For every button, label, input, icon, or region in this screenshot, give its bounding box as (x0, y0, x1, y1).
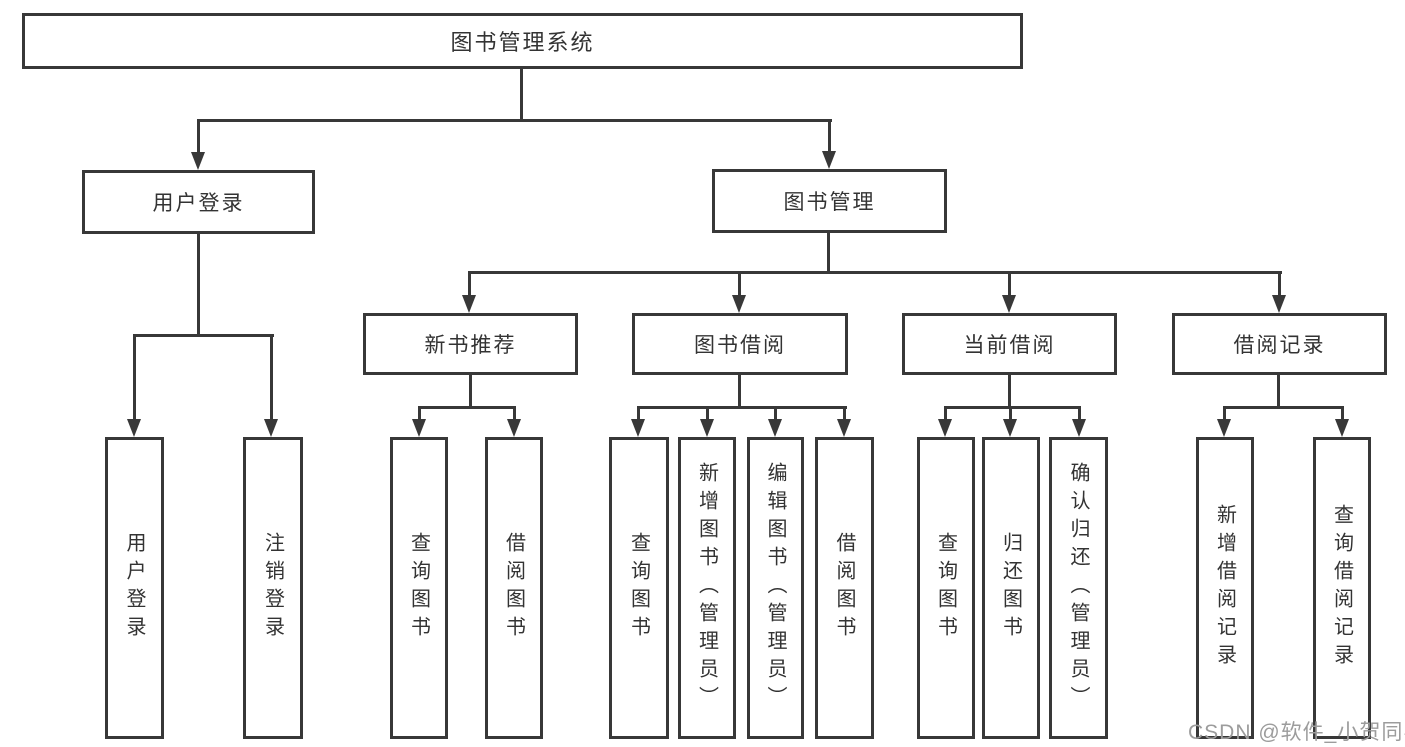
connector-level3-bar (468, 271, 1282, 274)
csdn-watermark: CSDN @软件_小贺同学 (1188, 721, 1405, 744)
arrowhead-query-books-recommend (412, 419, 426, 437)
connector-drop-leaf-logout (270, 334, 273, 422)
node-label: 新增借阅记录 (1213, 504, 1236, 672)
arrowhead-leaf-user-login (127, 419, 141, 437)
arrowhead-borrow-books-recommend (507, 419, 521, 437)
connector-level2-bar (197, 119, 832, 122)
node-label: 借阅图书 (833, 532, 855, 644)
arrowhead-leaf-logout (264, 419, 278, 437)
node-label: 借阅图书 (502, 532, 525, 644)
connector-book-borrow-stem (738, 375, 741, 409)
node-label: 编辑图书（管理员） (764, 462, 786, 714)
connector-current-borrow-bar (944, 406, 1081, 409)
connector-book-borrow-bar (637, 406, 847, 409)
leaf-borrow-books-borrow: 借阅图书 (815, 437, 874, 739)
connector-current-borrow-stem (1008, 375, 1011, 409)
leaf-add-borrow-record: 新增借阅记录 (1196, 437, 1254, 739)
connector-drop-borrow-books-borrow (843, 406, 846, 422)
connector-drop-book-borrow (738, 271, 741, 299)
arrowhead-edit-book-admin (768, 419, 782, 437)
leaf-add-book-admin: 新增图书（管理员） (678, 437, 736, 739)
node-label: 查询图书 (934, 532, 957, 644)
arrowhead-add-book-admin (700, 419, 714, 437)
node-user-login: 用户登录 (82, 170, 315, 234)
node-current-borrow: 当前借阅 (902, 313, 1117, 375)
node-label: 当前借阅 (963, 334, 1056, 357)
connector-drop-current-borrow (1008, 271, 1011, 299)
connector-drop-borrow-books-recommend (513, 406, 516, 422)
connector-drop-return-books (1009, 406, 1012, 422)
connector-drop-user-login (197, 119, 200, 155)
arrowhead-query-borrow-record (1335, 419, 1349, 437)
node-label: 图书管理系统 (450, 30, 595, 55)
node-label: 图书管理 (783, 191, 876, 214)
arrowhead-return-books (1003, 419, 1017, 437)
connector-drop-add-book-admin (706, 406, 709, 422)
node-label: 查询图书 (407, 532, 430, 644)
node-label: 查询图书 (627, 532, 650, 644)
node-book-borrow: 图书借阅 (632, 313, 848, 375)
connector-drop-query-borrow-record (1341, 406, 1344, 422)
connector-drop-add-borrow-record (1223, 406, 1226, 422)
connector-book-management-stem (827, 233, 830, 274)
arrowhead-add-borrow-record (1217, 419, 1231, 437)
connector-drop-new-book-recommend (468, 271, 471, 299)
node-label: 查询借阅记录 (1330, 504, 1353, 672)
connector-drop-edit-book-admin (774, 406, 777, 422)
connector-drop-book-management (828, 119, 831, 155)
node-label: 确认归还（管理员） (1067, 462, 1089, 714)
node-label: 图书借阅 (694, 334, 786, 357)
arrowhead-query-books-current (938, 419, 952, 437)
connector-drop-query-books-borrow (637, 406, 640, 422)
connector-user-login-stem (197, 234, 200, 335)
leaf-query-books-current: 查询图书 (917, 437, 975, 739)
connector-drop-borrow-records (1278, 271, 1281, 299)
leaf-query-books-recommend: 查询图书 (390, 437, 448, 739)
connector-new-book-recommend-bar (418, 406, 516, 409)
node-new-book-recommend: 新书推荐 (363, 313, 578, 375)
arrowhead-query-books-borrow (631, 419, 645, 437)
connector-root-stem (520, 69, 523, 120)
node-label: 注销登录 (261, 532, 284, 644)
leaf-borrow-books-recommend: 借阅图书 (485, 437, 543, 739)
arrowhead-book-borrow (732, 295, 746, 313)
leaf-user-login: 用户登录 (105, 437, 164, 739)
arrowhead-borrow-records (1272, 295, 1286, 313)
node-label: 用户登录 (152, 192, 245, 215)
leaf-query-borrow-record: 查询借阅记录 (1313, 437, 1371, 739)
connector-drop-confirm-return-admin (1078, 406, 1081, 422)
arrowhead-new-book-recommend (462, 295, 476, 313)
leaf-return-books: 归还图书 (982, 437, 1040, 739)
connector-new-book-recommend-stem (469, 375, 472, 409)
connector-drop-query-books-current (944, 406, 947, 422)
node-library-management-system: 图书管理系统 (22, 13, 1023, 69)
arrowhead-confirm-return-admin (1072, 419, 1086, 437)
node-label: 新增图书（管理员） (695, 462, 718, 714)
node-book-management: 图书管理 (712, 169, 947, 233)
arrowhead-borrow-books-borrow (837, 419, 851, 437)
connector-borrow-records-bar (1223, 406, 1344, 409)
leaf-edit-book-admin: 编辑图书（管理员） (747, 437, 804, 739)
node-borrow-records: 借阅记录 (1172, 313, 1387, 375)
node-label: 新书推荐 (424, 334, 517, 357)
leaf-logout: 注销登录 (243, 437, 303, 739)
connector-drop-leaf-user-login (133, 334, 136, 422)
node-label: 归还图书 (999, 532, 1022, 644)
leaf-query-books-borrow: 查询图书 (609, 437, 669, 739)
node-label: 借阅记录 (1233, 334, 1326, 357)
connector-user-login-bar (133, 334, 274, 337)
connector-borrow-records-stem (1277, 375, 1280, 409)
connector-drop-query-books-recommend (418, 406, 421, 422)
node-label: 用户登录 (123, 532, 145, 644)
arrowhead-user-login (191, 152, 205, 170)
arrowhead-book-management (822, 151, 836, 169)
leaf-confirm-return-admin: 确认归还（管理员） (1049, 437, 1108, 739)
arrowhead-current-borrow (1002, 295, 1016, 313)
